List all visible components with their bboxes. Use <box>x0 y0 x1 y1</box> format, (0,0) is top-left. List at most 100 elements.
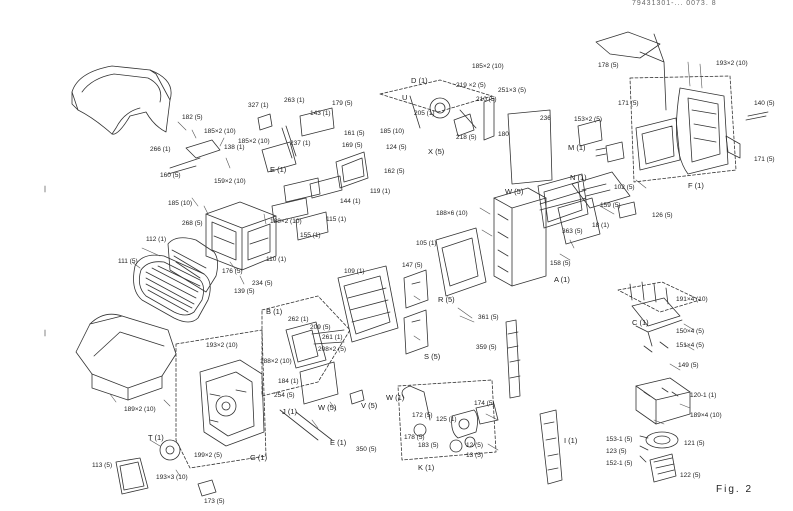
group-label-s: S (5) <box>424 352 441 361</box>
part-label: 263 (1) <box>284 97 305 104</box>
group-label-r: R (5) <box>438 295 455 304</box>
part-label: 123 (5) <box>606 448 627 455</box>
part-b-assembly <box>261 295 365 441</box>
part-label: 12 (5) <box>466 442 483 449</box>
part-label: 155 (1) <box>300 232 321 239</box>
part-label: 234 (5) <box>252 280 273 287</box>
part-label: 189×4 (10) <box>690 412 722 419</box>
part-label: 173 (5) <box>204 498 225 505</box>
part-label: 105 (1) <box>416 240 437 247</box>
group-label-b: B (1) <box>266 307 283 316</box>
part-label: 153×2 (5) <box>574 116 603 123</box>
part-label: 176 (5) <box>222 268 243 275</box>
part-label: 251×3 (5) <box>498 87 527 94</box>
part-label: 185×2 (10) <box>238 138 270 145</box>
part-f-assembly <box>595 31 769 183</box>
part-label: 185×2 (10) <box>204 128 236 135</box>
part-label: 113 (5) <box>92 462 113 469</box>
part-label: 149 (5) <box>678 362 699 369</box>
group-label-w-mid: W (5) <box>318 403 337 412</box>
part-label: 199×2 (5) <box>194 452 223 459</box>
part-label: 172 (5) <box>412 412 433 419</box>
group-label-f: F (1) <box>688 181 704 190</box>
group-label-i: I (1) <box>564 436 578 445</box>
part-label: 126 (5) <box>652 212 673 219</box>
part-label: 110 (1) <box>266 256 287 263</box>
part-label: 188×2 (10) <box>270 218 302 225</box>
part-label: 150×4 (5) <box>676 328 705 335</box>
header-code: 79431301-... 0073. 8 <box>632 0 717 7</box>
part-label: 205 (1) <box>414 110 435 117</box>
leader-lines <box>109 61 703 477</box>
group-label-x: X (5) <box>428 147 445 156</box>
part-label: 13 (5) <box>466 452 483 459</box>
part-label: 169 (5) <box>342 142 363 149</box>
part-label: 109 (1) <box>344 268 365 275</box>
part-label: 237 (1) <box>290 140 311 147</box>
part-label: 161 (5) <box>344 130 365 137</box>
group-label-j: J (1) <box>282 407 297 416</box>
part-k-assembly <box>397 379 499 461</box>
group-label-d: D (1) <box>411 76 428 85</box>
part-label: 111 (5) <box>118 258 138 265</box>
part-label: 191×4 (10) <box>676 296 708 303</box>
part-label: 183 (5) <box>418 442 439 449</box>
part-label: 361 (5) <box>478 314 499 321</box>
part-label: 266 (1) <box>150 146 171 153</box>
group-label-g: G (1) <box>250 453 268 462</box>
part-label: 179 (5) <box>332 100 353 107</box>
part-label: 184 (1) <box>278 378 299 385</box>
small-brackets <box>577 119 637 219</box>
part-label: 268 (5) <box>182 220 203 227</box>
part-label: 193×3 (10) <box>156 474 188 481</box>
part-label: 162 (5) <box>384 168 405 175</box>
figure-label: Fig. 2 <box>716 484 754 495</box>
part-label: 185×2 (10) <box>472 63 504 70</box>
part-label: 158 (5) <box>550 260 571 267</box>
part-label: 138 (1) <box>224 144 245 151</box>
part-label: 122 (5) <box>680 472 701 479</box>
part-label: 159×2 (10) <box>214 178 246 185</box>
part-label: 143 (1) <box>310 110 331 117</box>
part-label: 171 (5) <box>618 100 639 107</box>
group-label-m: M (1) <box>568 143 586 152</box>
part-label: 327 (1) <box>248 102 269 109</box>
part-label: 180 <box>498 131 509 138</box>
group-label-e-upper: E (1) <box>270 165 287 174</box>
part-label: 125 (1) <box>436 416 457 423</box>
part-label: 363 (5) <box>562 228 583 235</box>
part-label: 209 (5) <box>310 324 331 331</box>
part-label: 112 (1) <box>146 236 167 243</box>
part-label: 152-1 (5) <box>606 460 633 467</box>
part-label: 236 <box>540 115 551 122</box>
top-cover-part <box>71 65 172 135</box>
part-label: 254 (5) <box>274 392 295 399</box>
part-label: 159 (5) <box>600 202 621 209</box>
group-label-n: N (1) <box>570 173 587 182</box>
part-label: 120-1 (1) <box>690 392 717 399</box>
part-label: 147 (5) <box>402 262 423 269</box>
part-label: 185 (10) <box>168 200 193 207</box>
part-label: 219 ×2 (5) <box>456 82 486 89</box>
center-frame-part <box>337 187 547 355</box>
part-label: 178 (5) <box>598 62 619 69</box>
part-label: 151×4 (5) <box>676 342 705 349</box>
part-n-cluster <box>537 171 631 245</box>
part-label: 171 (5) <box>754 156 775 163</box>
part-label: 350 (5) <box>356 446 377 453</box>
group-label-c: C (1) <box>632 318 649 327</box>
part-label: 178 (5) <box>404 434 425 441</box>
part-label: 182 (5) <box>182 114 203 121</box>
part-label: 102 (5) <box>614 184 635 191</box>
part-label: 218 (5) <box>456 134 477 141</box>
group-label-v: V (5) <box>361 401 378 410</box>
part-label: 160 (5) <box>160 172 181 179</box>
part-label: 262 (1) <box>288 316 309 323</box>
base-block-part <box>635 377 691 483</box>
part-label: 188×6 (10) <box>436 210 468 217</box>
part-label: 115 (1) <box>326 216 347 223</box>
part-label: 189×2 (10) <box>124 406 156 413</box>
group-label-k: K (1) <box>418 463 435 472</box>
